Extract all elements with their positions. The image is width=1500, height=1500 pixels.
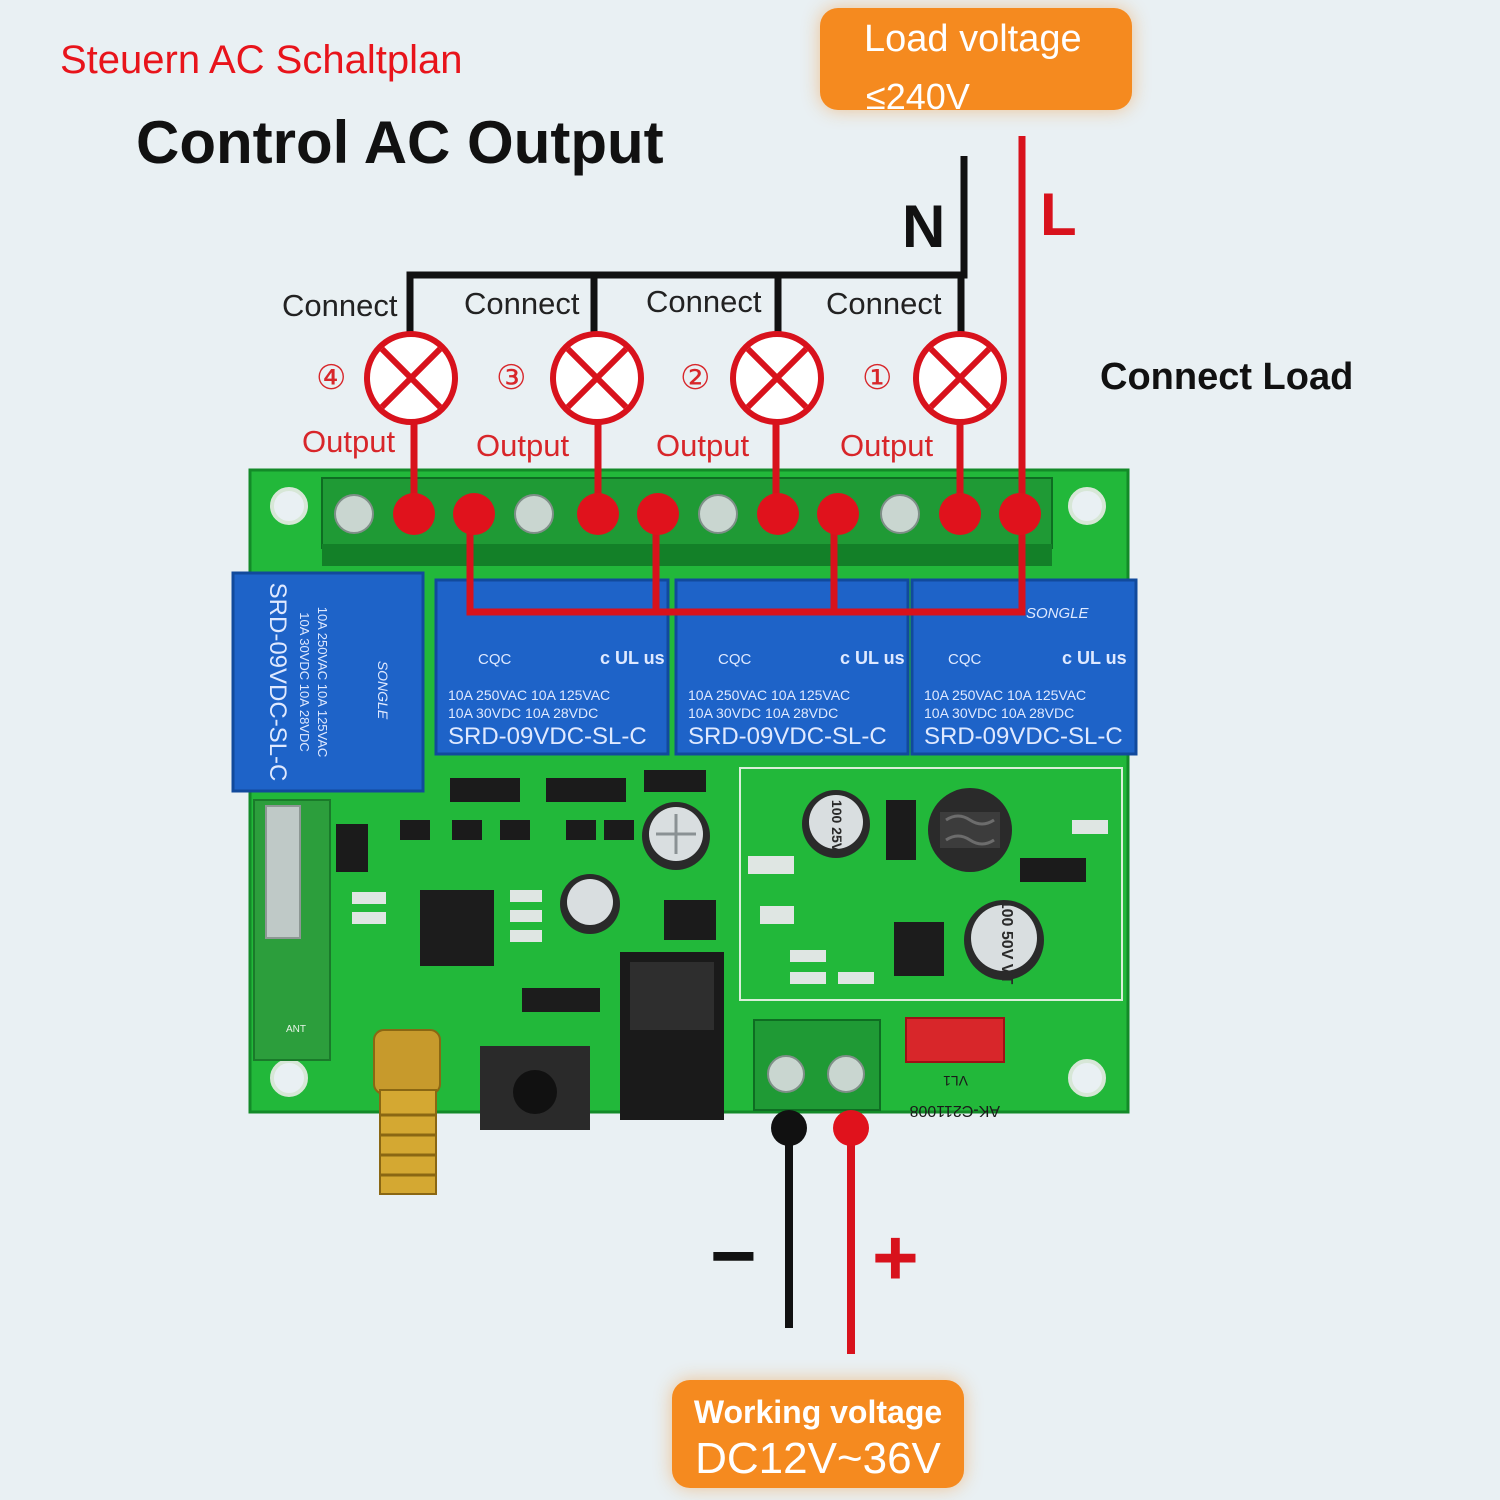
connect-label-3: Connect [464,286,580,321]
connect-label-2: Connect [646,284,762,319]
svg-text:10A 30VDC 10A 28VDC: 10A 30VDC 10A 28VDC [688,705,838,721]
channel-number-2: ② [680,359,711,397]
svg-text:10A 250VAC 10A 125VAC: 10A 250VAC 10A 125VAC [924,687,1086,703]
live-wire-bus [466,136,1026,616]
svg-text:SRD-09VDC-SL-C: SRD-09VDC-SL-C [448,723,647,750]
load-voltage-label: Load voltage [864,18,1082,60]
power-terminal-screw-negative [767,1055,805,1093]
neutral-wire-bus [406,156,968,336]
connect-load-label: Connect Load [1100,356,1354,398]
positive-supply-dot [833,1110,869,1146]
lamp-2 [730,331,824,425]
svg-text:SONGLE: SONGLE [1026,605,1090,622]
capacitor-converter-small: 100 25V [802,790,870,858]
svg-text:SONGLE: SONGLE [375,661,391,720]
connect-label-4: Connect [282,288,398,323]
terminal-connection-dots [393,493,1041,535]
svg-text:SRD-09VDC-SL-C: SRD-09VDC-SL-C [688,723,887,750]
svg-text:100 25V: 100 25V [829,800,845,853]
relay-3: CQC c UL us 10A 250VAC 10A 125VAC 10A 30… [674,578,910,756]
pcb-converter-outline [739,767,1123,1001]
negative-supply-dot [771,1110,807,1146]
terminal-screws [334,494,920,534]
ic-chip [420,890,494,966]
ic-chip-converter [894,922,944,976]
output-label-3: Output [476,428,570,463]
jumper-header [522,988,600,1012]
svg-text:CQC: CQC [478,651,512,668]
channel-number-3: ③ [496,359,527,397]
output-label-4: Output [302,424,396,459]
mount-hole [270,487,308,525]
working-voltage-value: DC12V~36V [695,1434,941,1483]
svg-text:SRD-09VDC-SL-C: SRD-09VDC-SL-C [924,723,1123,750]
capacitor-converter-large: 100 50V VT [964,900,1044,985]
lamp-4 [364,331,458,425]
mount-hole [270,1059,308,1097]
dc-power-jack-opening [630,962,714,1030]
english-title: Control AC Output [136,109,664,176]
smd-components [336,770,1086,940]
board-model-text: AK-C211008 [909,1102,1000,1119]
live-label: L [1040,181,1077,248]
terminal-block [321,477,1053,549]
svg-text:100 50V VT: 100 50V VT [998,900,1015,985]
inductor [928,788,1012,872]
smd-resistors [352,820,1108,984]
working-voltage-label: Working voltage [693,1394,943,1430]
channel-number-1: ① [862,359,893,397]
svg-text:c UL us: c UL us [840,648,905,668]
lamp-3 [550,331,644,425]
mount-hole [1068,1059,1106,1097]
connect-label-1: Connect [826,286,942,321]
svg-text:10A 250VAC 10A 125VAC: 10A 250VAC 10A 125VAC [315,607,330,758]
output-label-1: Output [840,428,934,463]
sma-antenna-connector [373,1029,441,1195]
antenna-label: ANT [286,1024,306,1035]
board-version-text: VL1 [943,1073,968,1089]
load-voltage-box: Load voltage ≤240V [820,8,1132,117]
svg-text:10A 30VDC 10A 28VDC: 10A 30VDC 10A 28VDC [924,705,1074,721]
crystal-component [265,805,301,939]
german-title: Steuern AC Schaltplan [60,38,463,82]
capacitor-large [642,802,710,870]
lamp-1 [913,331,1007,425]
power-terminal-screw-positive [827,1055,865,1093]
svg-text:CQC: CQC [718,651,752,668]
capacitor-small [560,874,620,934]
positive-label: + [872,1213,919,1302]
mount-hole [1068,487,1106,525]
fuse [905,1017,1005,1063]
neutral-label: N [902,193,946,260]
svg-text:10A 250VAC 10A 125VAC: 10A 250VAC 10A 125VAC [688,687,850,703]
svg-text:SRD-09VDC-SL-C: SRD-09VDC-SL-C [264,583,291,782]
load-voltage-value: ≤240V [866,76,970,117]
output-label-2: Output [656,428,750,463]
svg-text:10A 30VDC 10A 28VDC: 10A 30VDC 10A 28VDC [297,612,312,751]
channel-number-4: ④ [316,359,347,397]
relay-1-rotated: SRD-09VDC-SL-C 10A 30VDC 10A 28VDC 10A 2… [231,571,425,793]
push-button-cap [513,1070,557,1114]
svg-text:10A 250VAC 10A 125VAC: 10A 250VAC 10A 125VAC [448,687,610,703]
negative-label: − [710,1211,757,1300]
svg-text:10A 30VDC 10A 28VDC: 10A 30VDC 10A 28VDC [448,705,598,721]
svg-text:c UL us: c UL us [1062,648,1127,668]
terminal-block-base [322,544,1052,566]
svg-text:CQC: CQC [948,651,982,668]
svg-text:c UL us: c UL us [600,648,665,668]
working-voltage-box: Working voltage DC12V~36V [672,1380,964,1488]
